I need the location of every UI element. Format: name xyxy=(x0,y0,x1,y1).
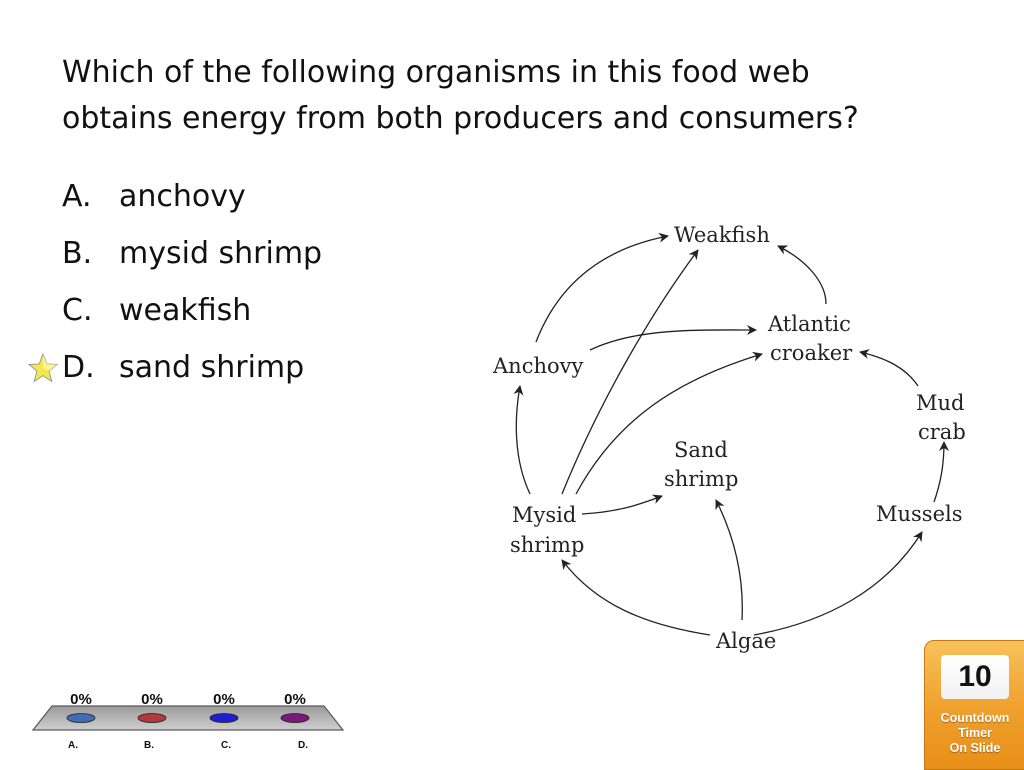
answer-option-b[interactable]: B. mysid shrimp xyxy=(62,225,322,282)
timer-label: Countdown Timer On Slide xyxy=(925,711,1024,756)
organism-mud-crab-line1: Mud xyxy=(916,391,964,415)
result-percent-b: 0% xyxy=(141,691,163,708)
answer-option-a[interactable]: A. anchovy xyxy=(62,168,322,225)
result-label-a: A. xyxy=(68,740,78,751)
arrow-mussels-to-mudcrab xyxy=(933,441,949,503)
correct-answer-star-icon xyxy=(28,353,58,383)
arrow-croaker-to-weakfish xyxy=(777,245,827,305)
arrow-anchovy-to-croaker xyxy=(589,324,757,351)
organism-sand-shrimp-line2: shrimp xyxy=(664,467,738,491)
organism-anchovy: Anchovy xyxy=(492,354,583,378)
organism-mussels: Mussels xyxy=(876,502,963,526)
answer-text: sand shrimp xyxy=(119,350,305,385)
food-web-diagram: Weakfish Atlantic croaker Anchovy Mud cr… xyxy=(492,223,966,653)
organism-atlantic-croaker-line2: croaker xyxy=(770,341,853,365)
question-line-2: obtains energy from both producers and c… xyxy=(62,101,859,136)
arrow-mudcrab-to-croaker xyxy=(859,349,919,387)
arrow-mysid-to-croaker xyxy=(575,351,763,495)
results-platform xyxy=(32,705,345,731)
result-label-c: C. xyxy=(221,740,231,751)
answer-option-c[interactable]: C. weakfish xyxy=(62,282,322,339)
organism-mud-crab-line2: crab xyxy=(918,420,966,444)
timer-label-line3: On Slide xyxy=(949,741,1001,755)
arrow-anchovy-to-weakfish xyxy=(535,232,669,343)
arrow-mysid-to-anchovy xyxy=(513,385,531,495)
result-bar-a xyxy=(66,713,96,723)
result-bar-c xyxy=(209,713,239,723)
countdown-timer[interactable]: 10 Countdown Timer On Slide xyxy=(924,640,1024,770)
answer-option-d[interactable]: D. sand shrimp xyxy=(28,339,322,396)
organism-algae: Algae xyxy=(715,629,776,653)
result-percent-a: 0% xyxy=(70,691,92,708)
arrow-mysid-to-weakfish xyxy=(561,249,699,495)
result-label-b: B. xyxy=(144,740,154,751)
organism-mysid-shrimp-line1: Mysid xyxy=(512,503,576,527)
arrow-algae-to-mysid xyxy=(561,559,711,636)
answer-list: A. anchovy B. mysid shrimp C. weakfish D… xyxy=(28,168,322,396)
organism-sand-shrimp-line1: Sand xyxy=(674,438,728,462)
answer-letter: D. xyxy=(62,350,95,385)
result-label-d: D. xyxy=(298,740,308,751)
result-percent-d: 0% xyxy=(284,691,306,708)
organism-mysid-shrimp-line2: shrimp xyxy=(510,533,584,557)
arrow-algae-to-sandshrimp xyxy=(715,499,743,621)
question-text: Which of the following organisms in this… xyxy=(62,50,962,142)
timer-value: 10 xyxy=(941,655,1009,699)
answer-letter: B. xyxy=(62,236,93,271)
result-bar-b xyxy=(137,713,167,723)
answer-letter: A. xyxy=(62,179,92,214)
timer-label-line1: Countdown xyxy=(940,711,1010,725)
answer-text: weakfish xyxy=(119,293,252,328)
question-line-1: Which of the following organisms in this… xyxy=(62,55,810,90)
answer-text: anchovy xyxy=(119,179,246,214)
answer-text: mysid shrimp xyxy=(119,236,323,271)
answer-letter: C. xyxy=(62,293,93,328)
result-bar-d xyxy=(280,713,310,723)
arrow-algae-to-mussels xyxy=(753,531,923,636)
timer-label-line2: Timer xyxy=(958,726,992,740)
response-results-chart: 0% 0% 0% 0% A. B. C. D. xyxy=(32,691,345,751)
organism-weakfish: Weakfish xyxy=(674,223,770,247)
organism-atlantic-croaker-line1: Atlantic xyxy=(767,312,851,336)
arrow-mysid-to-sandshrimp xyxy=(581,494,663,515)
result-percent-c: 0% xyxy=(213,691,235,708)
